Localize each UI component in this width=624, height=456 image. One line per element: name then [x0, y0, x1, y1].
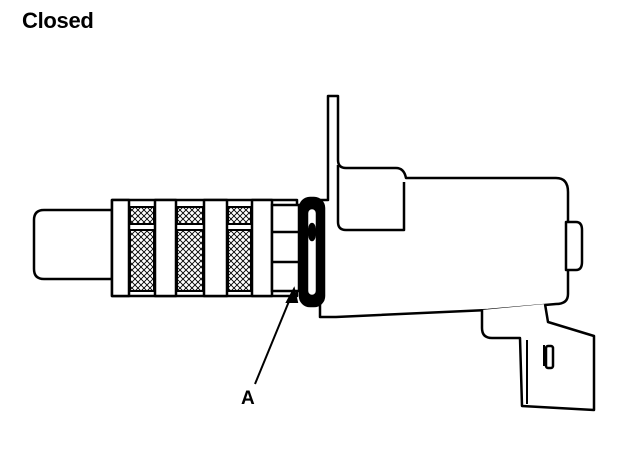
spool-land — [110, 198, 131, 298]
page-title: Closed — [22, 8, 94, 33]
spool-land — [202, 198, 229, 298]
callout-label-a: A — [241, 388, 255, 409]
screen-mesh-pattern — [129, 206, 252, 292]
spool-shaft — [32, 208, 114, 281]
solenoid-body — [318, 94, 570, 319]
end-cap — [564, 220, 584, 272]
electrical-connector — [480, 303, 596, 412]
o-ring — [298, 196, 326, 308]
spool-land — [250, 198, 274, 298]
spool-land — [153, 198, 178, 298]
callout-leader-a — [254, 286, 299, 385]
